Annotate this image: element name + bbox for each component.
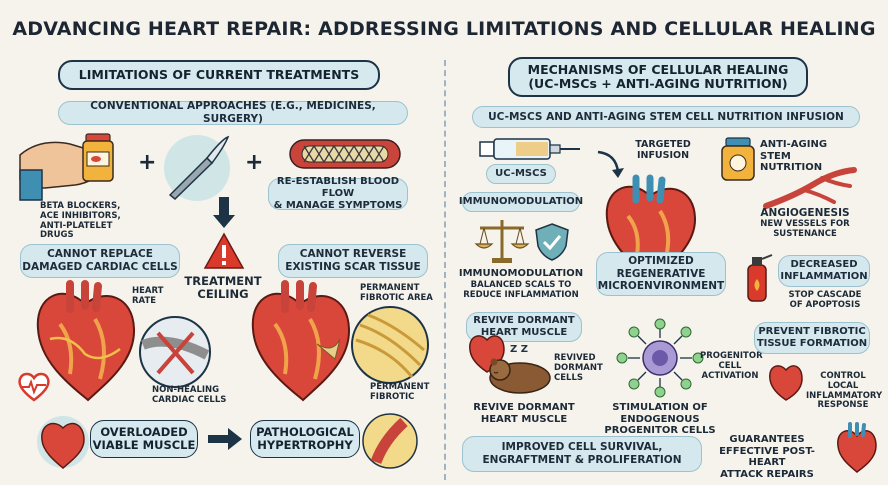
sleep-indicator: Z Z (510, 344, 528, 355)
scar-zoom-icon (351, 306, 429, 384)
page-title: ADVANCING HEART REPAIR: ADDRESSING LIMIT… (12, 18, 876, 40)
progenitor-cells-icon (616, 318, 704, 398)
hypertrophy-zoom-icon (362, 413, 418, 469)
plus-sign-2: + (245, 150, 264, 175)
scalpel-icon (164, 135, 230, 201)
conventional-approaches-label: CONVENTIONAL APPROACHES (e.g., MEDICINES… (58, 100, 408, 125)
immunomodulation-label: IMMUNOMODULATION (458, 268, 584, 279)
scales-icon (474, 220, 530, 263)
heart-icon-fibrotic (769, 365, 803, 401)
heart-icon-small (37, 416, 89, 469)
shield-icon (535, 223, 569, 261)
angiogenesis-label: ANGIOGENESIS (760, 207, 850, 219)
extinguisher-icon (747, 254, 773, 302)
immunomodulation-header: IMMUNOMODULATION (459, 192, 583, 212)
pill-bottle-icon (19, 133, 114, 201)
heart-icon-final (837, 422, 877, 473)
stent-icon (289, 139, 401, 169)
heart-icon (36, 280, 136, 402)
right-arrow-icon (208, 428, 242, 450)
plus-sign: + (138, 150, 157, 175)
bear-icon (489, 358, 551, 394)
vessel-icon (763, 167, 857, 209)
infusion-label: UC-MSCs AND ANTI-AGING STEM CELL NUTRITI… (472, 106, 860, 128)
uc-mscs-label: UC-MSCs (486, 164, 556, 184)
improved-survival-label: IMPROVED CELL SURVIVAL,ENGRAFTMENT & PRO… (462, 436, 702, 472)
right-section-header: MECHANISMS OF CELLULAR HEALING(UC-MSCs +… (508, 57, 808, 97)
syringe-icon (479, 138, 580, 160)
warning-icon (203, 232, 245, 269)
damaged-cells-zoom-icon (139, 316, 211, 388)
down-arrow-icon (213, 197, 235, 228)
heart-icon-2 (251, 280, 351, 402)
nutrition-jar-icon (721, 137, 755, 181)
curve-arrow-icon (597, 150, 624, 178)
left-section-header: LIMITATIONS OF CURRENT TREATMENTS (58, 60, 380, 90)
column-divider (444, 60, 446, 480)
heartbeat-icon (18, 372, 50, 402)
reestablish-flow-label: RE-ESTABLISH BLOOD FLOW& MANAGE SYMPTOMS (268, 176, 408, 211)
drugs-label: BETA BLOCKERS, ACE INHIBITORS, ANTI-PLAT… (40, 201, 121, 241)
